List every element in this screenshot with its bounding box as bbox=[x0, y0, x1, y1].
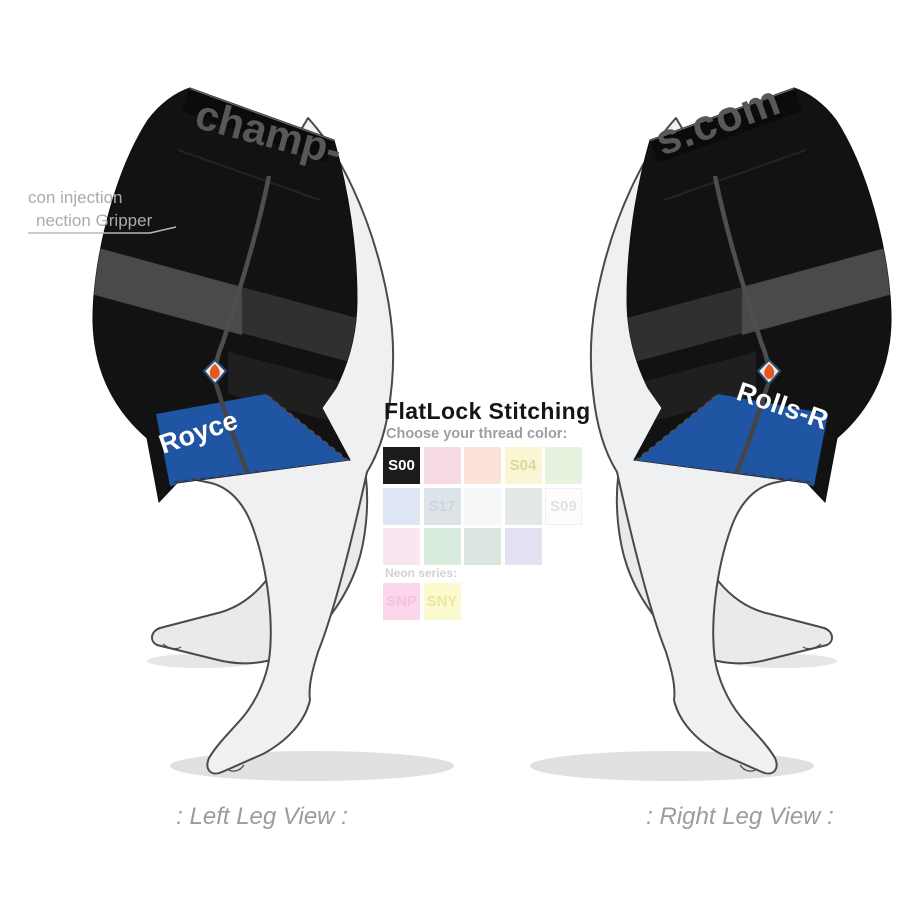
annotation-leader-line bbox=[28, 226, 177, 234]
thread-swatch-unlabeled-5[interactable] bbox=[464, 487, 501, 525]
thread-swatch-S00[interactable]: S00 bbox=[383, 447, 420, 484]
thread-swatch-unlabeled-7[interactable] bbox=[383, 528, 420, 565]
thread-swatch-unlabeled-10[interactable] bbox=[504, 528, 542, 565]
thread-swatch-SNY[interactable]: SNY bbox=[423, 583, 461, 620]
neon-series-label: Neon series: bbox=[385, 566, 458, 580]
thread-swatch-unlabeled-2[interactable] bbox=[464, 447, 501, 484]
thread-swatch-SNP[interactable]: SNP bbox=[383, 583, 420, 620]
stitching-panel-title: FlatLock Stitching bbox=[384, 398, 591, 424]
thread-swatch-unlabeled-6[interactable] bbox=[504, 487, 542, 525]
thread-swatch-unlabeled-8[interactable] bbox=[423, 528, 461, 565]
thread-swatch-unlabeled-9[interactable] bbox=[464, 528, 501, 565]
thread-swatch-unlabeled-4[interactable] bbox=[383, 487, 420, 525]
gripper-annotation-line2: nection Gripper bbox=[36, 211, 153, 230]
stitching-panel-subtitle: Choose your thread color: bbox=[386, 426, 568, 442]
gripper-annotation: con injection nection Gripper bbox=[28, 186, 152, 232]
left-leg-caption: : Left Leg View : bbox=[176, 803, 348, 830]
thread-swatch-S04[interactable]: S04 bbox=[504, 447, 542, 484]
right-leg-illustration bbox=[530, 88, 900, 781]
right-leg-caption: : Right Leg View : bbox=[646, 803, 834, 830]
thread-swatch-unlabeled-1[interactable] bbox=[423, 447, 461, 484]
thread-swatch-S17[interactable]: S17 bbox=[423, 487, 461, 525]
thread-swatch-S09[interactable]: S09 bbox=[545, 487, 582, 525]
gripper-annotation-line1: con injection bbox=[28, 188, 123, 207]
thread-swatch-unlabeled-3[interactable] bbox=[545, 447, 582, 484]
